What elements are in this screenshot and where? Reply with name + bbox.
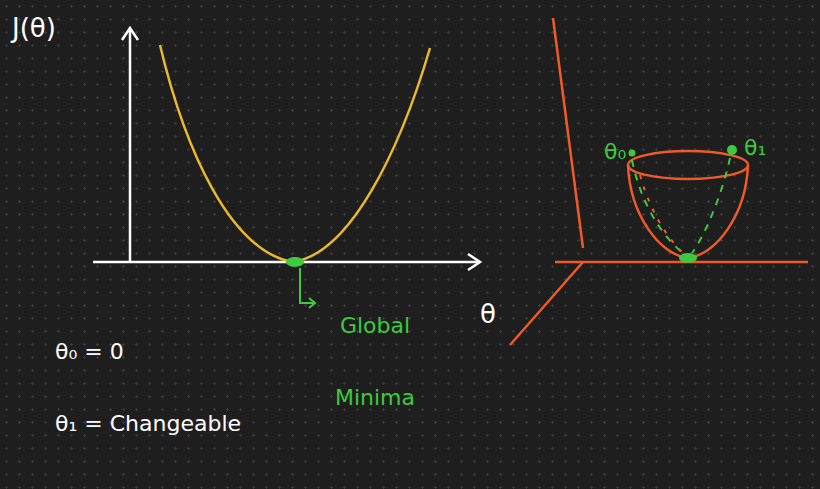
axis-arrow <box>122 28 138 40</box>
y-axis <box>510 262 583 345</box>
leader-line <box>300 268 314 303</box>
minimum-dot <box>679 253 697 263</box>
axis-label: J(θ) <box>12 14 56 43</box>
annotation: Global Minima <box>320 290 430 434</box>
y-axis <box>129 30 132 262</box>
descent-path <box>640 175 682 252</box>
axis-arrow <box>468 254 480 270</box>
descent-path <box>692 158 730 253</box>
start-point <box>629 150 636 157</box>
z-axis <box>553 18 583 248</box>
descent-path <box>632 160 684 254</box>
point-label: θ₁ <box>744 136 766 160</box>
minimum-dot <box>286 257 304 267</box>
cost-curve <box>160 45 430 262</box>
bowl-surface <box>628 165 748 258</box>
leader-arrow <box>309 298 315 308</box>
axis-label: θ <box>480 300 496 329</box>
bowl-rim <box>628 151 748 179</box>
note: θ₁ = Changeable <box>55 412 241 436</box>
start-point <box>727 145 737 155</box>
note: θ₀ = 0 <box>55 340 124 364</box>
point-label: θ₀ <box>604 140 626 164</box>
